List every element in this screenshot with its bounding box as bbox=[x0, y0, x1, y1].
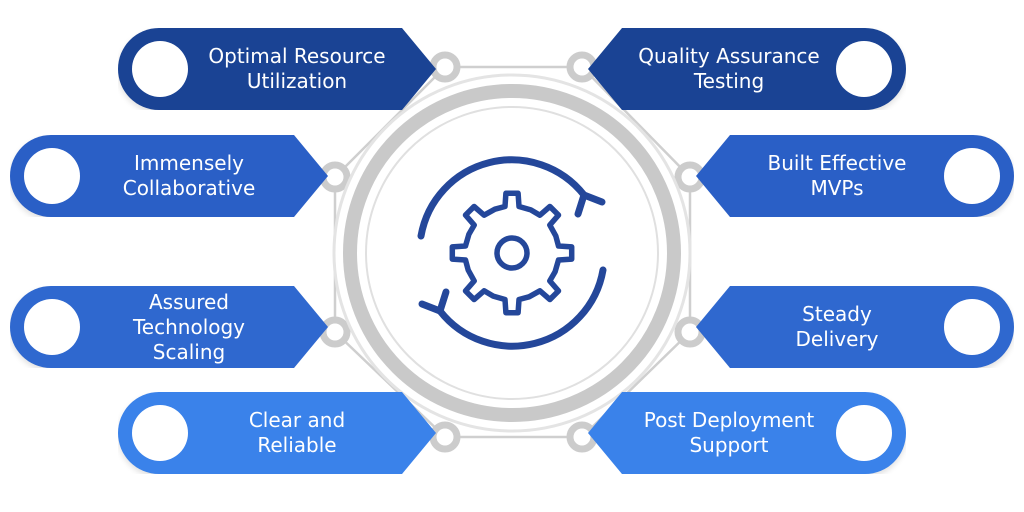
gear-icon bbox=[449, 190, 575, 316]
assured-technology-scaling-card: Assured Technology Scaling bbox=[10, 286, 328, 368]
inner-ring bbox=[365, 106, 659, 400]
cycle-arrow-top-head bbox=[574, 191, 606, 218]
connector-nodes bbox=[319, 51, 706, 453]
quality-assurance-testing-label: Quality Assurance Testing bbox=[638, 44, 820, 93]
optimal-resource-utilization-card: Optimal Resource Utilization bbox=[118, 28, 436, 110]
connector-node bbox=[429, 421, 461, 453]
gear-with-cycle-arrows-icon bbox=[417, 156, 607, 350]
cycle-arrow-top bbox=[417, 156, 588, 240]
optimal-resource-utilization-label: Optimal Resource Utilization bbox=[208, 44, 386, 93]
circle-icon bbox=[24, 299, 80, 355]
circle-icon bbox=[836, 41, 892, 97]
circle-icon bbox=[24, 148, 80, 204]
post-deployment-support-label: Post Deployment Support bbox=[643, 408, 815, 457]
circle-icon bbox=[132, 41, 188, 97]
circle-icon bbox=[944, 299, 1000, 355]
quality-assurance-testing-card: Quality Assurance Testing bbox=[588, 28, 906, 110]
steady-delivery-card: Steady Delivery bbox=[696, 286, 1014, 368]
assured-technology-scaling-label: Assured Technology Scaling bbox=[132, 289, 246, 364]
immensely-collaborative-card: Immensely Collaborative bbox=[10, 135, 328, 217]
steady-delivery-label: Steady Delivery bbox=[795, 302, 879, 351]
connector-node bbox=[566, 421, 598, 453]
cycle-arrow-bottom bbox=[436, 266, 607, 350]
circle-icon bbox=[944, 148, 1000, 204]
circle-icon bbox=[132, 405, 188, 461]
clear-and-reliable-card: Clear and Reliable bbox=[118, 392, 436, 474]
gear-hub bbox=[494, 235, 530, 271]
cycle-arrow-bottom-head bbox=[418, 288, 450, 315]
clear-and-reliable-label: Clear and Reliable bbox=[248, 408, 346, 457]
circle-icon bbox=[836, 405, 892, 461]
connector-node bbox=[674, 316, 706, 348]
connector-node bbox=[319, 316, 351, 348]
built-effective-mvps-label: Built Effective MVPs bbox=[767, 151, 907, 200]
immensely-collaborative-label: Immensely Collaborative bbox=[122, 151, 256, 200]
built-effective-mvps-card: Built Effective MVPs bbox=[696, 135, 1014, 217]
connector-node bbox=[429, 51, 461, 83]
post-deployment-support-card: Post Deployment Support bbox=[588, 392, 906, 474]
